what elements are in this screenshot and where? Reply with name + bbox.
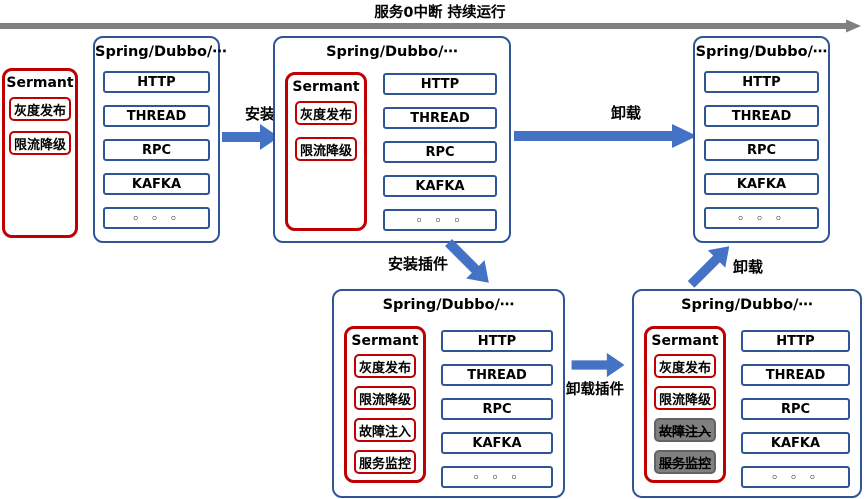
uninstall-up-arrow-icon [687, 246, 730, 288]
framework-item-kafka: KAFKA [704, 173, 819, 195]
framework-item-thread: THREAD [441, 364, 553, 386]
spring-app-title: Spring/Dubbo/⋯ [681, 297, 813, 313]
plugin-chip-rate-limit: 限流降级 [353, 386, 416, 410]
uninstall-up-label: 卸载 [733, 258, 764, 276]
framework-item-kafka: KAFKA [103, 173, 210, 195]
install-label: 安装 [244, 105, 275, 123]
plugin-chip-gray-release: 灰度发布 [294, 101, 357, 125]
spring-app-title: Spring/Dubbo/⋯ [326, 44, 458, 60]
plugin-chip-fault-inject-disabled: 故障注入 [653, 418, 716, 442]
framework-item-ellipsis: ◦ ◦ ◦ [741, 466, 850, 488]
sermant-standalone-box: Sermant 灰度发布 限流降级 [2, 68, 78, 238]
framework-item-http: HTTP [704, 71, 819, 93]
spring-app-4: Spring/Dubbo/⋯ Sermant 灰度发布 限流降级 故障注入 服务… [632, 289, 862, 498]
timeline-arrow-icon [0, 19, 861, 33]
uninstall-plugin-arrow-icon [571, 352, 625, 378]
framework-item-rpc: RPC [103, 139, 210, 161]
framework-item-http: HTTP [383, 73, 497, 95]
framework-item-ellipsis: ◦ ◦ ◦ [441, 466, 553, 488]
framework-item-rpc: RPC [441, 398, 553, 420]
framework-item-thread: THREAD [704, 105, 819, 127]
plugin-chip-gray-release: 灰度发布 [353, 354, 416, 378]
sermant-embedded-box: Sermant 灰度发布 限流降级 故障注入 服务监控 [644, 326, 726, 483]
sermant-title: Sermant [292, 79, 360, 95]
uninstall-plugin-label: 卸载插件 [566, 382, 624, 398]
framework-item-thread: THREAD [741, 364, 850, 386]
sermant-title: Sermant [651, 333, 719, 349]
spring-app-2: Spring/Dubbo/⋯ Sermant 灰度发布 限流降级 HTTP TH… [273, 36, 511, 243]
framework-item-kafka: KAFKA [741, 432, 850, 454]
sermant-title: Sermant [6, 75, 74, 91]
framework-item-rpc: RPC [704, 139, 819, 161]
install-plugin-arrow-icon [444, 238, 489, 283]
timeline-banner-label: 服务0中断 持续运行 [374, 5, 506, 21]
spring-app-3: Spring/Dubbo/⋯ Sermant 灰度发布 限流降级 故障注入 服务… [332, 289, 565, 498]
framework-item-rpc: RPC [383, 141, 497, 163]
spring-app-title: Spring/Dubbo/⋯ [382, 297, 515, 313]
sermant-embedded-box: Sermant 灰度发布 限流降级 [285, 72, 367, 231]
spring-app-5: Spring/Dubbo/⋯ HTTP THREAD RPC KAFKA ◦ ◦… [693, 36, 830, 243]
plugin-chip-rate-limit: 限流降级 [8, 131, 71, 155]
plugin-chip-service-monitor-disabled: 服务监控 [653, 450, 716, 474]
framework-item-http: HTTP [103, 71, 210, 93]
framework-item-ellipsis: ◦ ◦ ◦ [704, 207, 819, 229]
install-arrow-icon [222, 124, 279, 150]
framework-item-kafka: KAFKA [383, 175, 497, 197]
spring-app-1: Spring/Dubbo/⋯ HTTP THREAD RPC KAFKA ◦ ◦… [93, 36, 227, 243]
install-plugin-label: 安装插件 [388, 255, 449, 273]
framework-item-ellipsis: ◦ ◦ ◦ [383, 209, 497, 231]
plugin-chip-gray-release: 灰度发布 [653, 354, 716, 378]
plugin-chip-rate-limit: 限流降级 [653, 386, 716, 410]
framework-item-rpc: RPC [741, 398, 850, 420]
plugin-chip-fault-inject: 故障注入 [353, 418, 416, 442]
plugin-chip-gray-release: 灰度发布 [8, 97, 71, 121]
framework-item-ellipsis: ◦ ◦ ◦ [103, 207, 210, 229]
uninstall-label: 卸载 [610, 104, 641, 122]
sermant-title: Sermant [351, 333, 419, 349]
framework-item-http: HTTP [741, 330, 850, 352]
uninstall-arrow-icon [514, 124, 697, 148]
plugin-chip-rate-limit: 限流降级 [294, 137, 357, 161]
plugin-chip-service-monitor: 服务监控 [353, 450, 416, 474]
framework-item-kafka: KAFKA [441, 432, 553, 454]
framework-item-thread: THREAD [383, 107, 497, 129]
sermant-embedded-box: Sermant 灰度发布 限流降级 故障注入 服务监控 [344, 326, 426, 483]
framework-item-thread: THREAD [103, 105, 210, 127]
framework-item-http: HTTP [441, 330, 553, 352]
spring-app-title: Spring/Dubbo/⋯ [95, 44, 227, 60]
spring-app-title: Spring/Dubbo/⋯ [695, 44, 828, 60]
